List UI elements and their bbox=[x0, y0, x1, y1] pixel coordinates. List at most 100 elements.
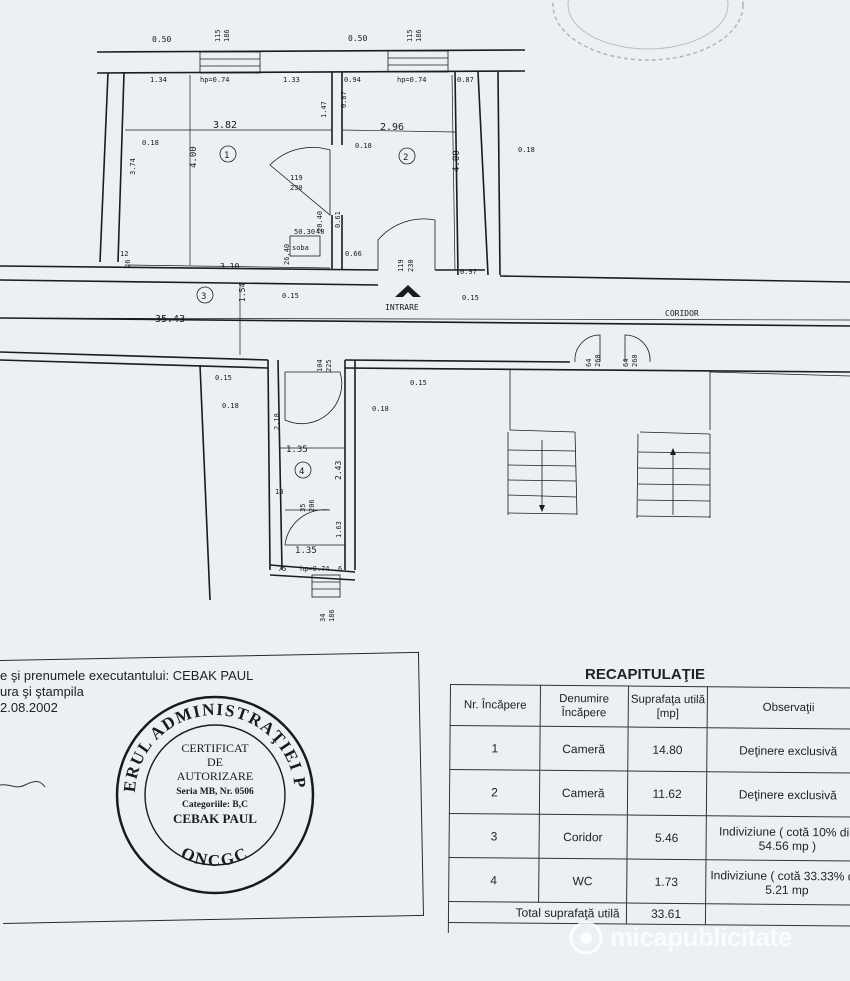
seal-line-5: Categoriile: B,C bbox=[182, 800, 248, 810]
svg-text:1.35: 1.35 bbox=[295, 546, 317, 556]
svg-text:230: 230 bbox=[407, 259, 415, 272]
authorization-seal: MINISTERUL ADMINISTRAŢIEI PUBLICE ONCGC … bbox=[110, 690, 315, 895]
room-1-marker: 1 bbox=[219, 145, 237, 163]
svg-text:0.18: 0.18 bbox=[222, 402, 239, 410]
svg-text:75: 75 bbox=[278, 565, 286, 573]
svg-text:0.94: 0.94 bbox=[344, 76, 361, 84]
svg-text:hp=0.74: hp=0.74 bbox=[300, 565, 330, 573]
watermark: micapublicitate bbox=[610, 922, 792, 952]
svg-text:1.63: 1.63 bbox=[335, 521, 343, 538]
svg-text:0.87: 0.87 bbox=[457, 76, 474, 84]
table-row: 2 Cameră 11.62 Deţinere exclusivă bbox=[449, 769, 850, 818]
col-obs: Observaţii bbox=[707, 686, 850, 730]
svg-text:0.15: 0.15 bbox=[410, 379, 427, 387]
svg-text:0.15: 0.15 bbox=[462, 294, 479, 302]
svg-text:20.40: 20.40 bbox=[316, 211, 324, 232]
stove bbox=[289, 235, 321, 257]
svg-text:hp=0.74: hp=0.74 bbox=[200, 76, 230, 84]
svg-text:6: 6 bbox=[338, 565, 342, 573]
dimension-labels: 0.50 0.50 115 186 115 186 1.34 hp=0.74 1… bbox=[120, 29, 639, 622]
svg-text:115: 115 bbox=[406, 29, 414, 42]
svg-text:1.54: 1.54 bbox=[238, 283, 247, 302]
corridor-label: CORIDOR bbox=[665, 309, 699, 318]
svg-text:26: 26 bbox=[124, 260, 132, 268]
cell-area: 5.46 bbox=[626, 815, 707, 860]
svg-text:230: 230 bbox=[290, 184, 303, 192]
cell-name: Cameră bbox=[539, 770, 628, 816]
svg-text:206: 206 bbox=[308, 499, 316, 512]
svg-text:0.97: 0.97 bbox=[460, 268, 477, 276]
svg-text:0.66: 0.66 bbox=[345, 250, 362, 258]
cell-name: WC bbox=[538, 858, 627, 904]
cell-obs: Indiviziune ( cotă 10% din 54.56 mp ) bbox=[706, 815, 850, 862]
seal-line-3: AUTORIZARE bbox=[177, 769, 253, 783]
svg-text:hp=0.74: hp=0.74 bbox=[397, 76, 427, 84]
cell-nr: 2 bbox=[449, 769, 540, 815]
svg-text:4: 4 bbox=[299, 467, 304, 477]
svg-text:0.15: 0.15 bbox=[282, 292, 299, 300]
signature-scribble bbox=[0, 781, 46, 788]
svg-text:3.10: 3.10 bbox=[220, 262, 239, 271]
svg-text:260: 260 bbox=[631, 354, 639, 367]
cell-area: 1.73 bbox=[626, 859, 707, 904]
svg-text:2: 2 bbox=[403, 153, 408, 163]
staircase bbox=[507, 370, 850, 519]
svg-text:0.18: 0.18 bbox=[372, 405, 389, 413]
svg-text:50.30: 50.30 bbox=[294, 228, 315, 236]
svg-text:1: 1 bbox=[224, 151, 229, 161]
table-header-row: Nr. Încăpere Denumire Încăpere Suprafaţa… bbox=[450, 684, 850, 730]
svg-text:2.96: 2.96 bbox=[380, 122, 404, 133]
svg-text:0.15: 0.15 bbox=[215, 374, 232, 382]
svg-text:64: 64 bbox=[622, 359, 630, 367]
svg-text:0.50: 0.50 bbox=[152, 35, 171, 44]
cell-nr: 1 bbox=[449, 725, 540, 771]
svg-text:0.18: 0.18 bbox=[142, 139, 159, 147]
table-row: 3 Coridor 5.46 Indiviziune ( cotă 10% di… bbox=[448, 813, 850, 862]
cell-area: 11.62 bbox=[626, 771, 708, 816]
svg-text:186: 186 bbox=[328, 609, 336, 622]
entrance-arrow bbox=[395, 285, 421, 297]
svg-text:26.40: 26.40 bbox=[283, 244, 291, 265]
svg-text:40: 40 bbox=[316, 228, 324, 236]
svg-text:1.47: 1.47 bbox=[320, 101, 328, 118]
svg-text:2.43: 2.43 bbox=[334, 461, 343, 480]
svg-text:1.34: 1.34 bbox=[150, 76, 167, 84]
svg-text:104: 104 bbox=[316, 359, 324, 372]
executant-signature-line: ura şi ştampila bbox=[0, 684, 84, 699]
cell-nr: 4 bbox=[448, 857, 539, 903]
svg-text:0.87: 0.87 bbox=[340, 91, 348, 108]
room-3-marker: 3 bbox=[196, 286, 214, 304]
cell-area: 14.80 bbox=[627, 727, 708, 772]
seal-ring-bottom: ONCGC bbox=[178, 843, 250, 870]
watermark-icon bbox=[569, 921, 603, 955]
svg-text:64: 64 bbox=[585, 359, 593, 367]
executant-date: 2.08.2002 bbox=[0, 700, 58, 715]
cell-name: Cameră bbox=[539, 726, 628, 772]
svg-text:ONCGC: ONCGC bbox=[178, 843, 252, 870]
svg-text:2.18: 2.18 bbox=[273, 413, 281, 430]
plan-walls bbox=[0, 49, 850, 601]
executant-name-line: e şi prenumele executantului: CEBAK PAUL bbox=[0, 668, 254, 683]
svg-text:1.35: 1.35 bbox=[286, 445, 308, 455]
faded-stamp bbox=[552, 0, 744, 61]
room-2-marker: 2 bbox=[398, 147, 416, 165]
svg-text:35: 35 bbox=[299, 504, 307, 512]
svg-text:1.33: 1.33 bbox=[283, 76, 300, 84]
svg-text:225: 225 bbox=[325, 359, 333, 372]
cell-nr: 3 bbox=[448, 813, 540, 859]
svg-text:260: 260 bbox=[594, 354, 602, 367]
room-4-marker: 4 bbox=[294, 461, 312, 479]
col-area: Suprafaţa utilă [mp] bbox=[627, 686, 708, 728]
seal-line-4: Seria MB, Nr. 0506 bbox=[176, 787, 254, 797]
table-row: 4 WC 1.73 Indiviziune ( cotă 33.33% din … bbox=[448, 857, 850, 906]
executant-box: e şi prenumele executantului: CEBAK PAUL… bbox=[0, 651, 424, 925]
cell-name: Coridor bbox=[538, 814, 627, 860]
svg-text:4.00: 4.00 bbox=[452, 150, 462, 172]
svg-text:3.74: 3.74 bbox=[129, 158, 137, 175]
svg-text:3.82: 3.82 bbox=[213, 120, 237, 131]
recap-title: RECAPITULAŢIE bbox=[585, 666, 705, 683]
cell-obs: Deţinere exclusivă bbox=[707, 727, 850, 774]
svg-text:18: 18 bbox=[275, 488, 283, 496]
seal-line-1: CERTIFICAT bbox=[181, 741, 249, 755]
col-name: Denumire Încăpere bbox=[539, 685, 629, 728]
